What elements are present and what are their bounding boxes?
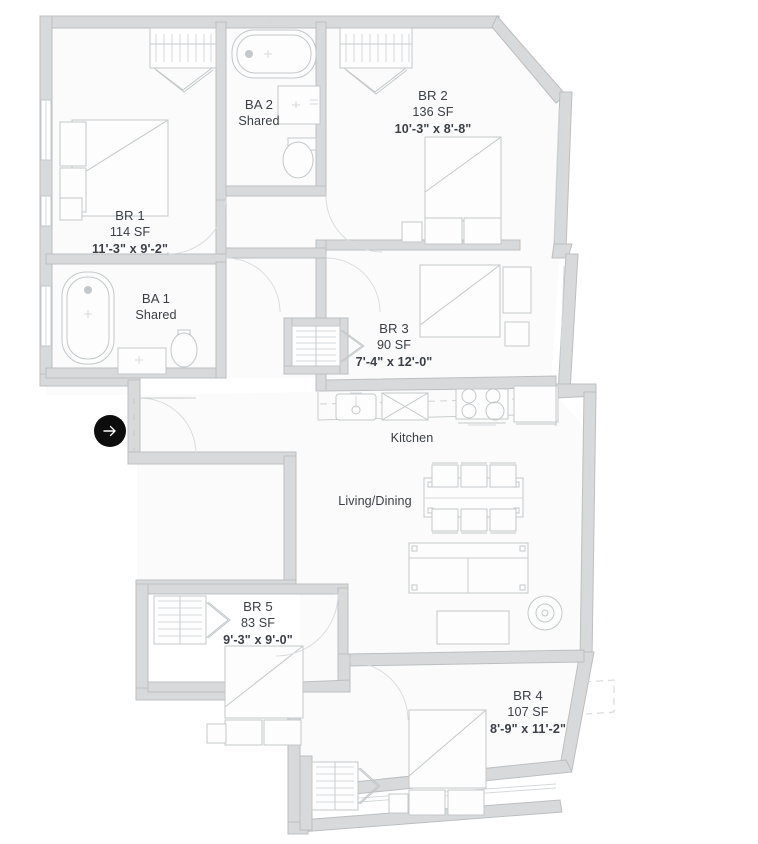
ba2-fixtures [225, 29, 383, 313]
br3-furniture [291, 254, 532, 367]
interior-walls [45, 21, 585, 831]
living-dining-furniture [408, 462, 563, 645]
entry-door [133, 397, 197, 455]
br5-furniture [153, 593, 339, 746]
arrow-right-icon [103, 425, 116, 437]
ba1-fixtures [61, 271, 198, 375]
br1-furniture [59, 27, 227, 256]
br2-furniture [339, 27, 502, 245]
kitchen-fixtures [317, 385, 559, 426]
entry-arrow-marker[interactable] [94, 415, 126, 447]
exterior-walls [39, 15, 597, 835]
br4-furniture [311, 658, 615, 816]
